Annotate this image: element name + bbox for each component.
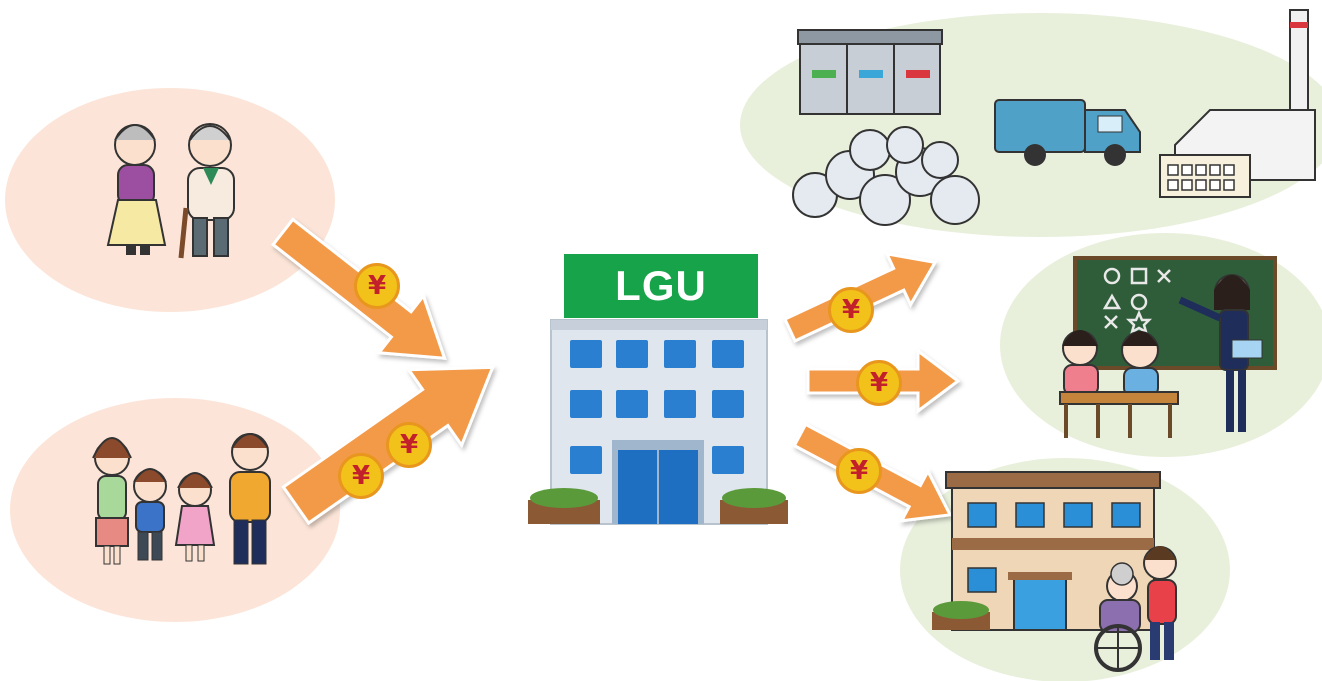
yen-coin-icon: ¥: [856, 360, 902, 406]
family-taxpayer-bubble: [10, 398, 340, 622]
lgu-banner: LGU: [564, 254, 758, 318]
yen-coin-icon: ¥: [354, 263, 400, 309]
yen-coin-icon: ¥: [338, 453, 384, 499]
yen-coin-icon: ¥: [386, 422, 432, 468]
elderly-care-facility-icon: [932, 471, 1177, 672]
elderly-couple-icon: [106, 123, 235, 259]
family-icon: [92, 433, 271, 565]
yen-coin-icon: ¥: [828, 287, 874, 333]
office-building-icon: [528, 319, 788, 525]
school-classroom-icon: [1059, 256, 1277, 438]
waste-collection-icon: [792, 9, 1316, 226]
yen-coin-icon: ¥: [836, 448, 882, 494]
elderly-taxpayer-bubble: [5, 88, 335, 312]
